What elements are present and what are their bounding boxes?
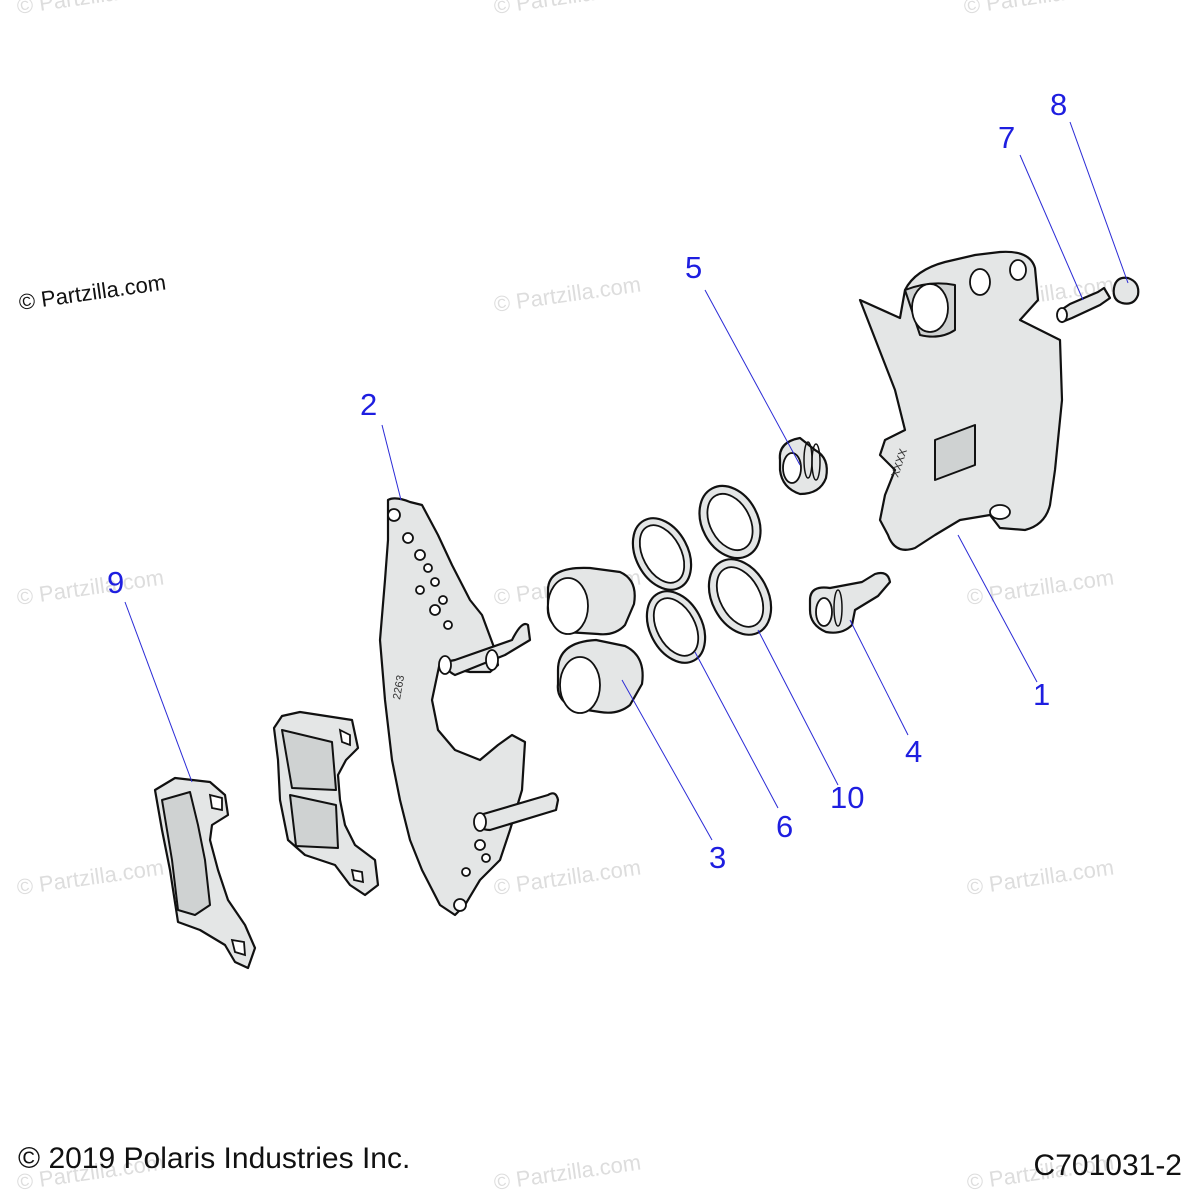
callout-10: 10 — [830, 780, 864, 815]
callout-9: 9 — [107, 565, 124, 600]
boot-seal-part[interactable] — [778, 436, 828, 496]
leader-line-7 — [1019, 154, 1084, 301]
callout-7: 7 — [998, 120, 1015, 155]
leader-lines — [124, 121, 1129, 841]
watermark: © Partzilla.com — [492, 272, 642, 317]
watermark: © Partzilla.com — [492, 0, 642, 19]
leader-line-6 — [694, 651, 779, 809]
watermark-main: © Partzilla.com — [17, 270, 167, 315]
watermark: © Partzilla.com — [965, 565, 1115, 610]
callout-2: 2 — [360, 387, 377, 422]
piston-part[interactable] — [546, 566, 644, 714]
leader-line-8 — [1069, 121, 1129, 284]
watermark: © Partzilla.com — [15, 565, 165, 610]
copyright-notice: © 2019 Polaris Industries Inc. — [18, 1142, 410, 1175]
caliper-bracket-part[interactable]: 2263 — [378, 497, 560, 917]
callout-5: 5 — [685, 250, 702, 285]
leader-line-4 — [849, 619, 909, 736]
dust-seal-part[interactable] — [687, 475, 783, 645]
callout-4: 4 — [905, 734, 922, 769]
bleeder-screw-part[interactable] — [1056, 286, 1112, 324]
callout-8: 8 — [1050, 87, 1067, 122]
watermark: © Partzilla.com — [965, 855, 1115, 900]
watermark: © Partzilla.com — [15, 855, 165, 900]
callout-6: 6 — [776, 809, 793, 844]
callout-3: 3 — [709, 840, 726, 875]
brake-pad-part[interactable] — [153, 710, 380, 970]
caliper-housing-part[interactable]: XXXX — [858, 250, 1064, 551]
leader-line-10 — [757, 629, 839, 786]
leader-line-2 — [381, 424, 402, 501]
slide-pin-boot-part[interactable] — [808, 571, 892, 634]
diagram-code: C701031-2 — [1034, 1149, 1182, 1182]
watermark: © Partzilla.com — [15, 0, 165, 19]
callout-labels: 1 2 3 4 5 6 7 8 9 10 — [107, 87, 1067, 875]
callout-1: 1 — [1033, 677, 1050, 712]
bracket-stamp: 2263 — [391, 674, 407, 700]
leader-line-1 — [957, 534, 1038, 683]
watermark: © Partzilla.com — [492, 855, 642, 900]
leader-line-3 — [621, 679, 713, 841]
bleeder-cap-part[interactable] — [1112, 276, 1140, 305]
piston-seal-part[interactable] — [621, 508, 717, 673]
leader-line-9 — [124, 601, 193, 783]
watermark: © Partzilla.com — [962, 0, 1112, 19]
leader-line-5 — [704, 289, 801, 466]
watermark: © Partzilla.com — [492, 1150, 642, 1195]
